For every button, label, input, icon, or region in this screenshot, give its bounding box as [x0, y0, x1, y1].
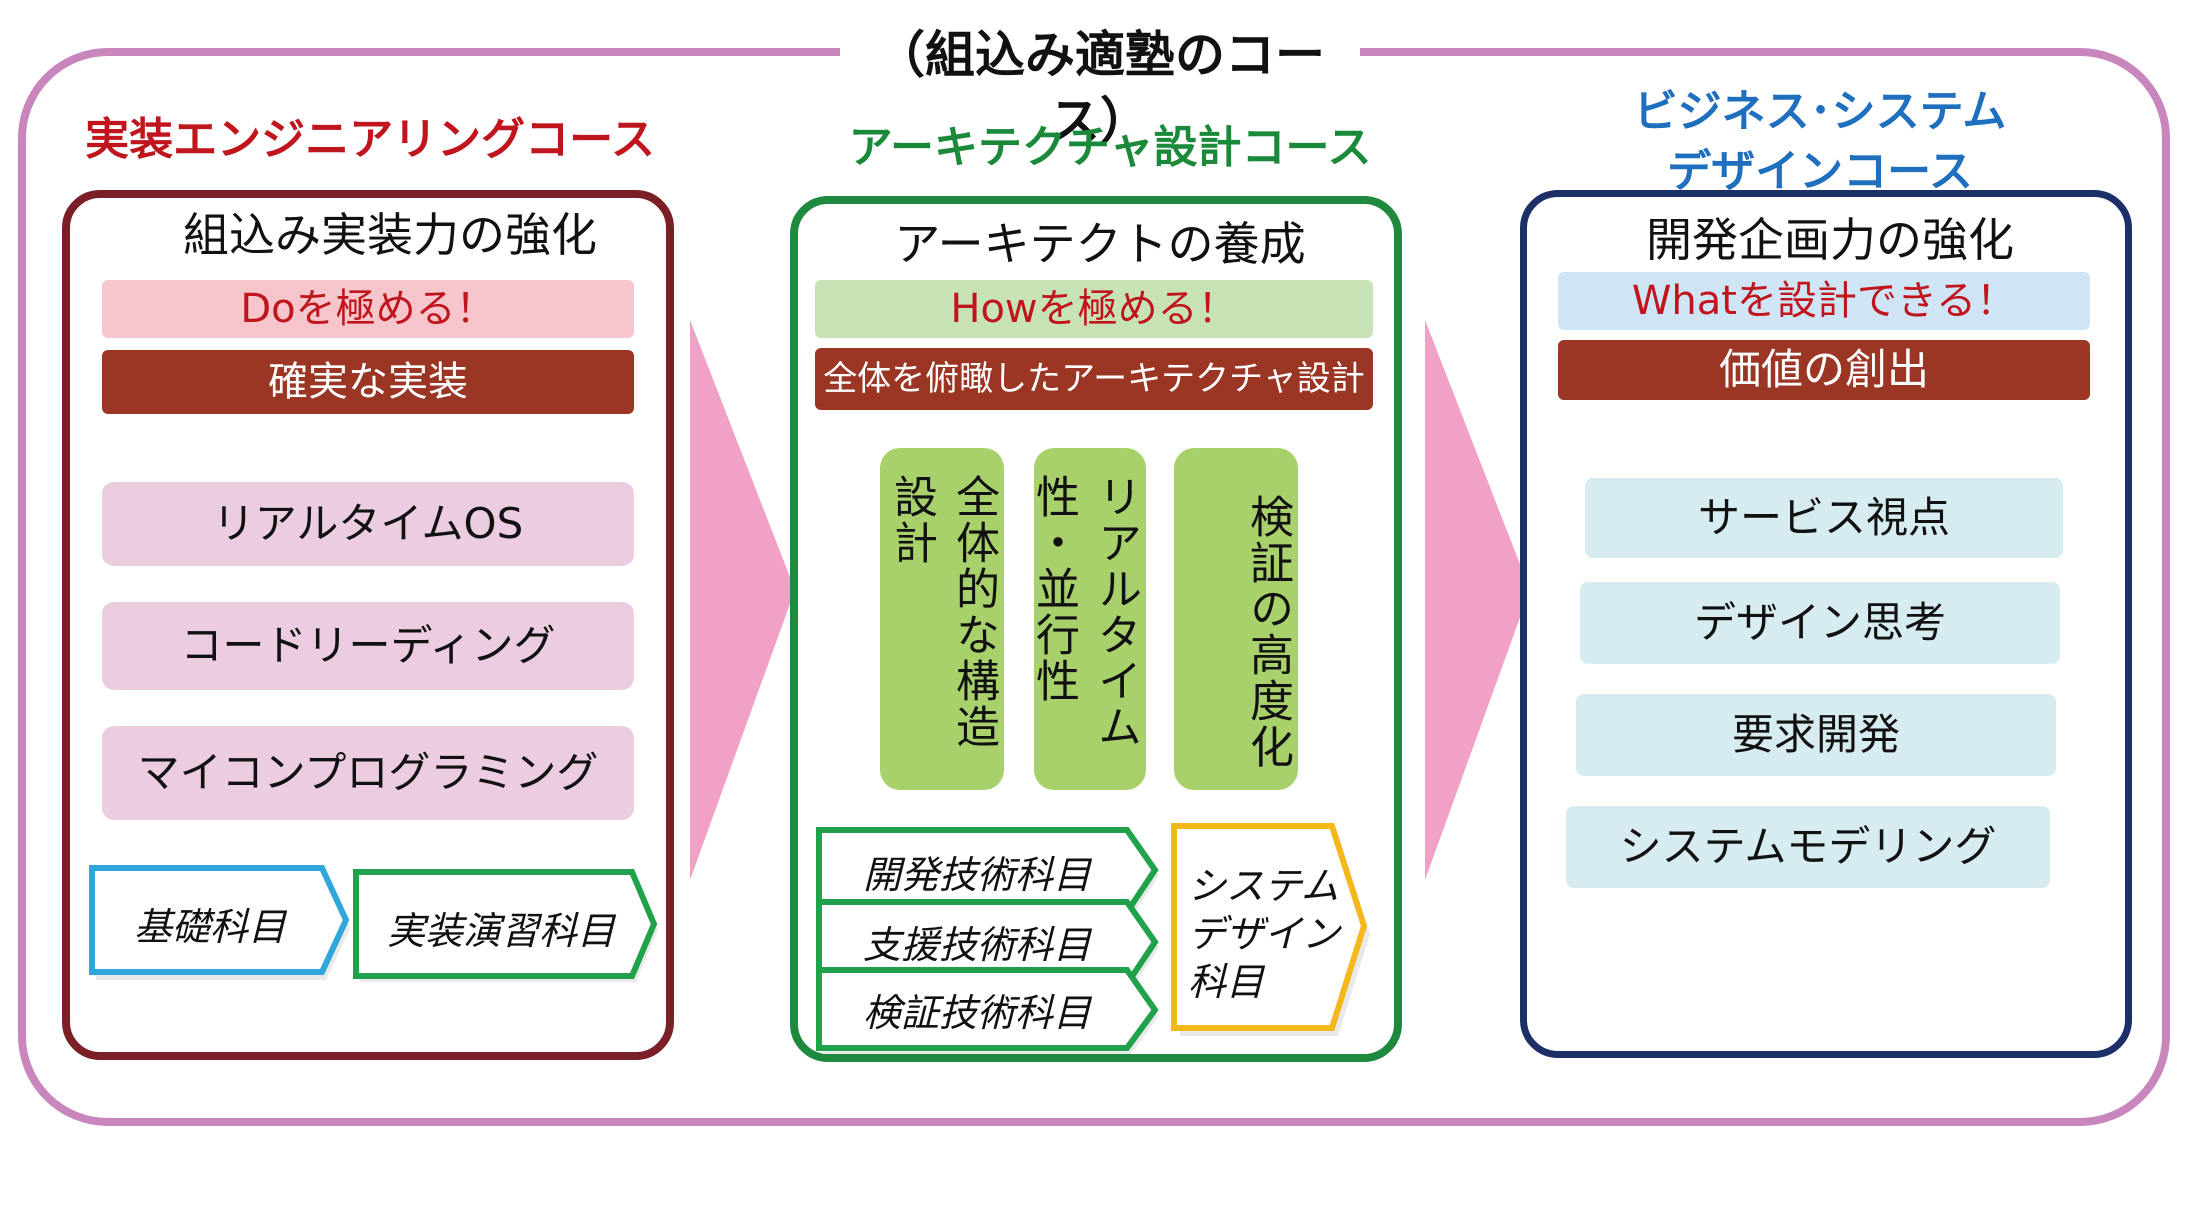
arrow-course2-to-course3 [1425, 320, 1530, 880]
course3-motto: Whatを設計できる！ [1558, 272, 2090, 330]
course1-title: 実装エンジニアリングコース [85, 114, 655, 165]
course2-title: アーキテクチャ設計コース [848, 122, 1372, 173]
course2-subject-support: 支援技術科目 [862, 923, 1091, 967]
course2-motto: Howを極める！ [815, 280, 1373, 338]
course3-heading: 開発企画力の強化 [1646, 213, 2014, 267]
course1-band: 確実な実装 [102, 350, 634, 414]
course3-band: 価値の創出 [1558, 340, 2090, 400]
course3-item-system-modeling: システムモデリング [1566, 806, 2050, 888]
course3-item-requirements: 要求開発 [1576, 694, 2056, 776]
course2-system-design-label: システム デザイン 科目 [1188, 862, 1358, 1006]
course1-subject-practice: 実装演習科目 [386, 909, 615, 953]
course3-item-design-thinking: デザイン思考 [1580, 582, 2060, 664]
course1-heading: 組込み実装力の強化 [183, 208, 597, 262]
course1-subject-practice-shape [353, 869, 658, 982]
course1-subject-basic: 基礎科目 [133, 905, 286, 949]
course2-subject-dev: 開発技術科目 [862, 853, 1091, 897]
course1-subject-basic-shape [89, 865, 350, 980]
course2-subject-verify-shape [816, 967, 1159, 1054]
course2-heading: アーキテクトの養成 [894, 217, 1306, 271]
course2-system-design-line-2: デザイン [1188, 912, 1341, 956]
course2-subject-dev-shape [816, 827, 1159, 918]
course1-item-code-reading: コードリーディング [102, 602, 634, 690]
course3-item-service-view: サービス視点 [1585, 478, 2063, 558]
course2-band: 全体を俯瞰したアーキテクチャ設計 [815, 348, 1373, 410]
course2-system-design-line-3: 科目 [1188, 960, 1265, 1004]
course3-title: ビジネス･システム デザインコース [1520, 82, 2120, 202]
course2-column-verification: 検証の高度化 [1174, 448, 1298, 790]
course3-title-line-2: デザインコース [1667, 146, 1973, 197]
arrow-course1-to-course2 [690, 320, 795, 880]
course3-title-line-1: ビジネス･システム [1633, 86, 2007, 137]
course2-column-overall-structure: 全体的な構造設計 [880, 448, 1004, 790]
course1-item-microcontroller: マイコンプログラミング [102, 726, 634, 820]
course2-column-realtime-concurrency: リアルタイム性・並行性 [1028, 448, 1146, 790]
course1-motto: Doを極める！ [102, 280, 634, 338]
course2-system-design-line-1: システム [1188, 864, 1339, 908]
course2-system-design-shape [1171, 823, 1370, 1036]
diagram-title: （組込み適塾のコース） [840, 22, 1360, 150]
course1-item-rtos: リアルタイムOS [102, 482, 634, 566]
course2-subject-verify: 検証技術科目 [862, 991, 1091, 1035]
